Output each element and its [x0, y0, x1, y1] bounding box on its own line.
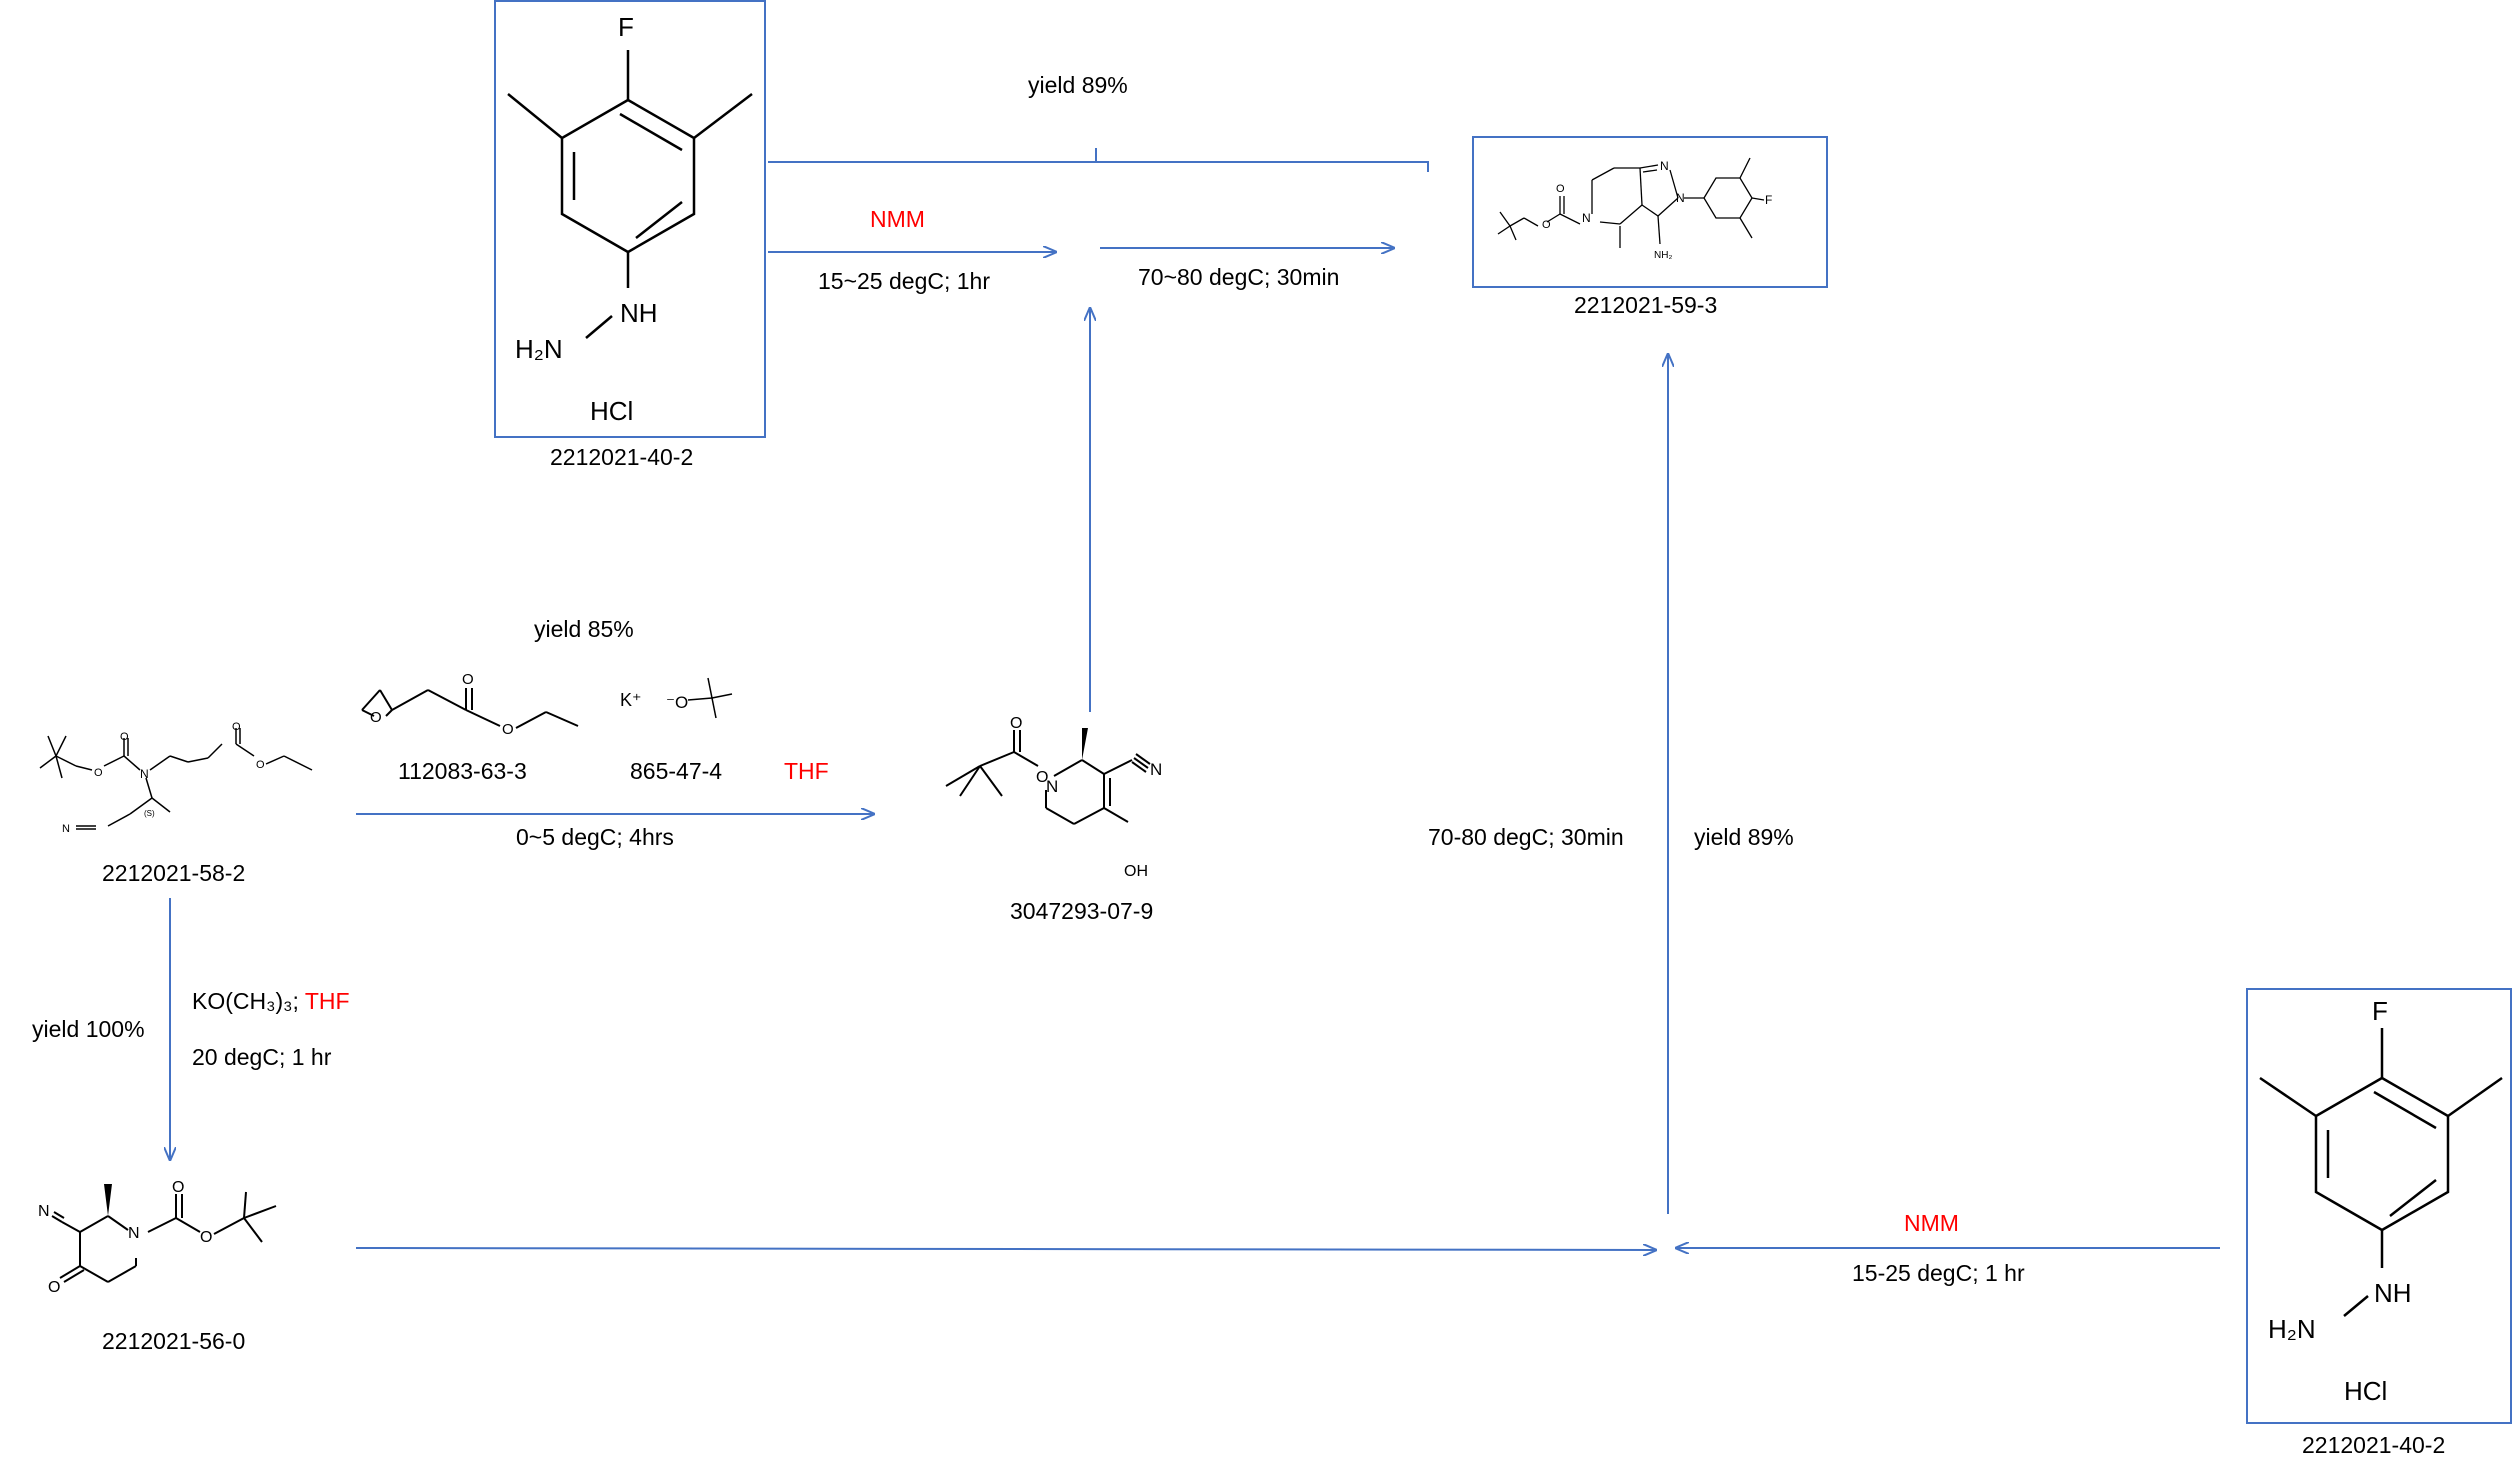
base-k: K⁺: [620, 690, 642, 710]
product-nh2: NH₂: [1654, 250, 1672, 261]
intermediate-cn-n: N: [1150, 760, 1162, 779]
top-hydrazine-h2n: H₂N: [515, 334, 563, 364]
right-yield: yield 89%: [1694, 824, 1794, 850]
product-n2: N: [1660, 159, 1669, 173]
right-step: 70-80 degC; 30min: [1428, 824, 1624, 850]
bottom-hydrazine-h2n: H₂N: [2268, 1314, 2316, 1344]
product-f: F: [1765, 193, 1772, 207]
bottom-step: 15-25 degC; 1 hr: [1852, 1260, 2025, 1286]
left-solvent: THF: [304, 988, 350, 1014]
product-cas: 2212021-59-3: [1574, 292, 1718, 318]
mid-step: 0~5 degC; 4hrs: [516, 824, 674, 850]
top-bracket-arrow: [768, 161, 1429, 172]
bottom-hydrazine-hcl: HCl: [2344, 1376, 2387, 1406]
ketone-o3: O: [200, 1229, 212, 1246]
ketone-n: N: [128, 1225, 140, 1242]
top-hydrazine-hcl: HCl: [590, 396, 633, 426]
ketone-structure: [51, 1191, 277, 1283]
mid-solvent: THF: [784, 758, 829, 784]
epoxide-o3: O: [502, 721, 514, 738]
top-hydrazine-structure: [507, 50, 753, 339]
start-structure: [39, 728, 313, 830]
ketone-o2: O: [172, 1179, 184, 1196]
epoxide-structure: [361, 688, 579, 729]
start-o4: O: [256, 759, 265, 771]
start-n: N: [140, 767, 149, 781]
ketone-cn-n: N: [38, 1203, 50, 1220]
bottom-hydrazine-structure: [2259, 1028, 2503, 1317]
ketone-hash: [104, 1184, 112, 1216]
start-nc: N: [62, 823, 70, 835]
top-hydrazine-cas: 2212021-40-2: [550, 444, 694, 470]
left-reagent: KO(CH₃)₃;: [192, 988, 305, 1014]
product-n1: N: [1582, 211, 1591, 225]
intermediate-cas: 3047293-07-9: [1010, 898, 1154, 924]
epoxide-o2: O: [462, 671, 474, 688]
product-o1: O: [1542, 219, 1551, 231]
top-yield: yield 89%: [1028, 72, 1128, 98]
start-o3: O: [232, 721, 241, 733]
epoxide-cas: 112083-63-3: [398, 758, 527, 784]
top-hydrazine-box: [494, 0, 766, 438]
left-step: 20 degC; 1 hr: [192, 1044, 332, 1070]
ketone-cas: 2212021-56-0: [102, 1328, 246, 1354]
top-hydrazine-f: F: [618, 12, 634, 42]
bottom-reagent: NMM: [1904, 1210, 1959, 1236]
top-step2: 70~80 degC; 30min: [1138, 264, 1340, 290]
product-box: [1472, 136, 1828, 288]
base-structure: [687, 677, 733, 719]
base-cas: 865-47-4: [630, 758, 723, 784]
left-reagent-line: KO(CH₃)₃; THF: [192, 990, 350, 1013]
base-o: ⁻O: [666, 693, 688, 712]
top-step1: 15~25 degC; 1hr: [818, 268, 990, 294]
product-structure: [1497, 157, 1765, 248]
start-stereo: (S): [144, 809, 155, 818]
intermediate-wedge: [1082, 728, 1088, 760]
intermediate-oh: OH: [1124, 863, 1148, 880]
intermediate-n: N: [1046, 777, 1058, 796]
bottom-hydrazine-nh: NH: [2374, 1278, 2412, 1308]
start-o1: O: [120, 731, 129, 743]
ketone-o1: O: [48, 1279, 60, 1296]
arrows: [170, 148, 2220, 1250]
left-yield: yield 100%: [32, 1016, 145, 1042]
bottom-arrow-left: [355, 1248, 1656, 1250]
bottom-hydrazine-f: F: [2372, 996, 2388, 1026]
intermediate-o1: O: [1010, 715, 1022, 732]
top-hydrazine-nh: NH: [620, 298, 658, 328]
bottom-hydrazine-cas: 2212021-40-2: [2302, 1432, 2446, 1458]
start-o2: O: [94, 767, 103, 779]
product-n3: N: [1676, 191, 1685, 205]
top-reagent: NMM: [870, 206, 925, 232]
epoxide-o1: O: [370, 709, 382, 726]
product-o2: O: [1556, 183, 1565, 195]
start-cas: 2212021-58-2: [102, 860, 246, 886]
intermediate-structure: [945, 730, 1151, 825]
mid-yield: yield 85%: [534, 616, 634, 642]
intermediate-o2: O: [1036, 769, 1048, 786]
bottom-hydrazine-box: [2246, 988, 2512, 1424]
